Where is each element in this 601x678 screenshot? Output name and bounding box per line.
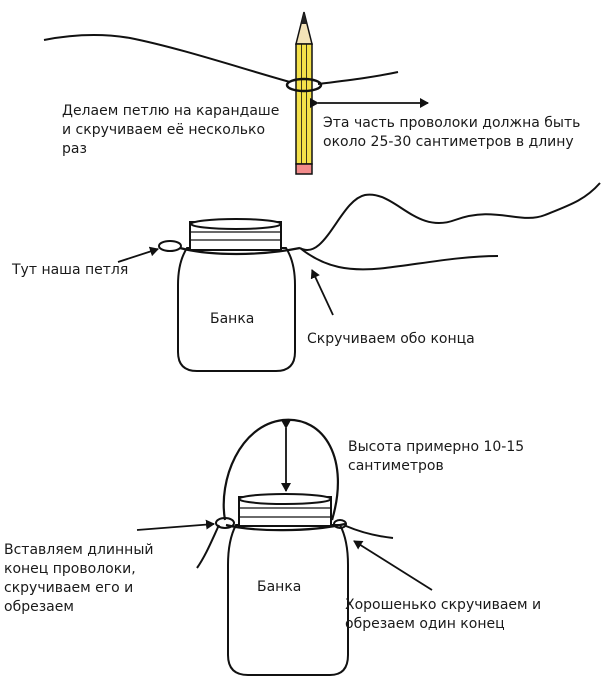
handle-wire — [222, 418, 340, 521]
loop-instruction: Делаем петлю на карандаше и скручиваем е… — [62, 103, 280, 157]
jar-label: Банка — [210, 311, 255, 327]
short-wire — [299, 247, 499, 271]
long-end-2 — [196, 524, 220, 569]
loop-left-2 — [215, 517, 235, 529]
wire-around-neck — [179, 246, 301, 256]
neck-wire-2 — [225, 522, 346, 532]
step2-group — [117, 182, 601, 372]
cut-end-2 — [345, 525, 394, 539]
small-loop — [158, 240, 182, 252]
length-instruction: Эта часть проволоки должна быть около 25… — [323, 115, 581, 150]
insert-label: Вставляем длинный конец проволоки, скруч… — [4, 542, 154, 615]
pencil-loop — [285, 77, 323, 93]
arrow-insert — [136, 519, 215, 531]
height-label: Высота примерно 10-15 сантиметров — [348, 439, 525, 474]
twist-right-2 — [333, 519, 347, 529]
jar-lid-2 — [238, 493, 332, 527]
cut-label: Хорошенько скручиваем и обрезаем один ко… — [345, 597, 542, 632]
jar-lid — [189, 218, 282, 251]
jar-body-2 — [227, 524, 349, 676]
arrow-to-twist — [310, 269, 334, 316]
step3-group — [136, 418, 433, 676]
jar-label-2: Банка — [257, 579, 302, 595]
pencil-icon — [295, 11, 313, 175]
loop-label: Тут наша петля — [12, 262, 129, 278]
arrow-cut — [353, 540, 433, 591]
wire-left — [43, 34, 291, 83]
arrow-to-loop — [117, 246, 159, 263]
twist-label: Скручиваем обо конца — [307, 331, 475, 347]
wire-right — [317, 71, 399, 85]
jar-body — [177, 247, 296, 372]
step1-group — [43, 11, 429, 175]
long-wire — [299, 182, 601, 252]
